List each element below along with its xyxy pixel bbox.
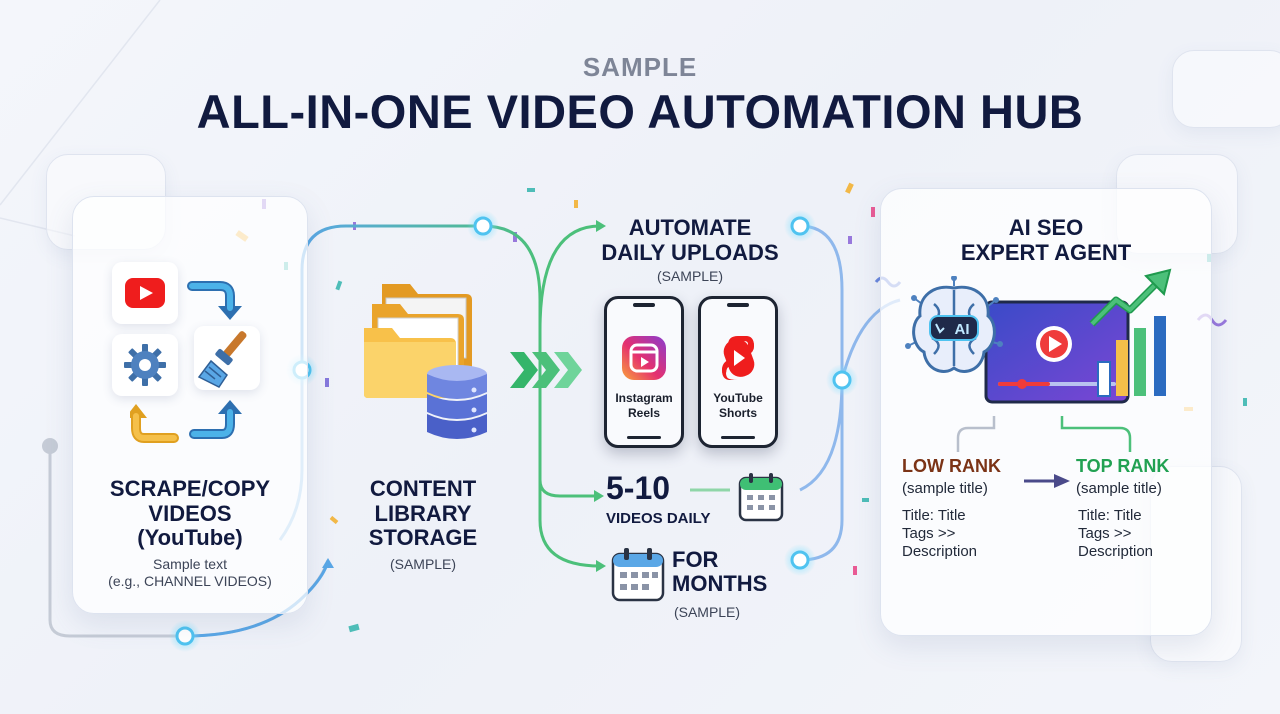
title-overline: SAMPLE (582, 52, 698, 82)
scrape-note-line1: Sample text (153, 556, 227, 572)
rank-arrow-icon (1024, 474, 1070, 488)
low-rank-subtitle: (sample title) (902, 480, 988, 497)
calendar-icon (611, 548, 665, 602)
rank-connectors (956, 416, 1132, 452)
youtube-icon (125, 278, 165, 308)
scrape-note: Sample text (e.g., CHANNEL VIDEOS) (80, 556, 300, 590)
library-title-line1: CONTENT (369, 476, 477, 501)
uploads-title-line2: DAILY UPLOADS (601, 239, 779, 265)
scrape-title-line3: (YouTube) (137, 525, 243, 551)
connector-down2 (538, 460, 601, 568)
scrape-title-line2: VIDEOS (148, 500, 232, 526)
scrape-note-line2: (e.g., CHANNEL VIDEOS) (108, 573, 272, 589)
ai-badge-text: AI (955, 321, 970, 338)
uploads-title: AUTOMATE DAILY UPLOADS (580, 215, 800, 265)
youtube-tile (112, 262, 178, 324)
broom-icon (197, 331, 247, 388)
scrape-card (72, 196, 308, 614)
instagram-reels-icon (622, 336, 666, 380)
top-rank-subtitle: (sample title) (1076, 480, 1162, 497)
low-rank-details: Title: Title Tags >> Description (902, 507, 977, 561)
uploads-note: (SAMPLE) (656, 268, 724, 284)
duration-line1: FOR (672, 547, 719, 572)
low-rank-line1: Title: Title (902, 507, 966, 524)
video-dashboard-icon (984, 300, 1130, 404)
youtube-shorts-icon (722, 336, 755, 380)
connector-up (538, 224, 601, 331)
phone-instagram-line1: Instagram (615, 391, 673, 405)
phone-instagram: Instagram Reels (604, 296, 684, 448)
seo-title: AI SEO EXPERT AGENT (880, 215, 1212, 265)
gear-tile (112, 334, 178, 396)
library-title: CONTENT LIBRARY STORAGE (340, 476, 506, 551)
seo-title-line2: EXPERT AGENT (960, 239, 1132, 265)
flow-nodes (42, 210, 858, 652)
low-rank-line2: Tags >> (902, 525, 956, 542)
top-rank-line2: Tags >> (1078, 525, 1132, 542)
phone-youtube-label: YouTube Shorts (701, 391, 775, 421)
top-rank-line3: Description (1078, 543, 1154, 560)
videos-count-label: VIDEOS DAILY (606, 510, 711, 527)
low-rank-title: LOW RANK (902, 456, 1001, 476)
uploads-title-line1: AUTOMATE (628, 215, 752, 240)
scrape-title: SCRAPE/COPY VIDEOS (YouTube) (80, 476, 300, 551)
growth-arrow-icon (1089, 268, 1172, 397)
phone-homebar (627, 436, 661, 439)
seo-title-line1: AI SEO (1008, 215, 1084, 240)
chevron-arrows-icon (510, 352, 582, 388)
duration-line2: MONTHS (672, 571, 768, 596)
page-title: ALL-IN-ONE VIDEO AUTOMATION HUB (196, 85, 1084, 138)
phone-youtube-line2: Shorts (718, 406, 757, 420)
gear-icon (124, 344, 166, 386)
library-note: (SAMPLE) (389, 556, 457, 572)
phone-notch (633, 303, 655, 307)
phone-instagram-label: Instagram Reels (607, 391, 681, 421)
phone-instagram-line2: Reels (627, 406, 661, 420)
duration-note: (SAMPLE) (673, 604, 741, 620)
duration-title: FOR MONTHS (672, 548, 767, 596)
phone-homebar (721, 436, 755, 439)
broom-tile (194, 326, 260, 390)
videos-count: 5-10 (606, 470, 671, 506)
phone-youtube-line1: YouTube (713, 391, 763, 405)
top-rank-details: Title: Title Tags >> Description (1078, 507, 1153, 561)
scrape-title-line1: SCRAPE/COPY (109, 476, 271, 501)
top-rank-line1: Title: Title (1078, 507, 1142, 524)
phone-youtube-shorts: YouTube Shorts (698, 296, 778, 448)
calendar-icon (738, 473, 784, 522)
library-title-line3: STORAGE (368, 525, 478, 551)
decorative-card (1172, 50, 1280, 128)
database-icon (427, 365, 487, 439)
library-title-line2: LIBRARY (374, 500, 472, 526)
phone-notch (727, 303, 749, 307)
ai-brain-icon: AI (905, 276, 1003, 373)
cycle-arrows-icon (130, 281, 242, 443)
low-rank-line3: Description (902, 543, 978, 560)
seo-card (880, 188, 1212, 636)
top-rank-title: TOP RANK (1076, 456, 1170, 476)
